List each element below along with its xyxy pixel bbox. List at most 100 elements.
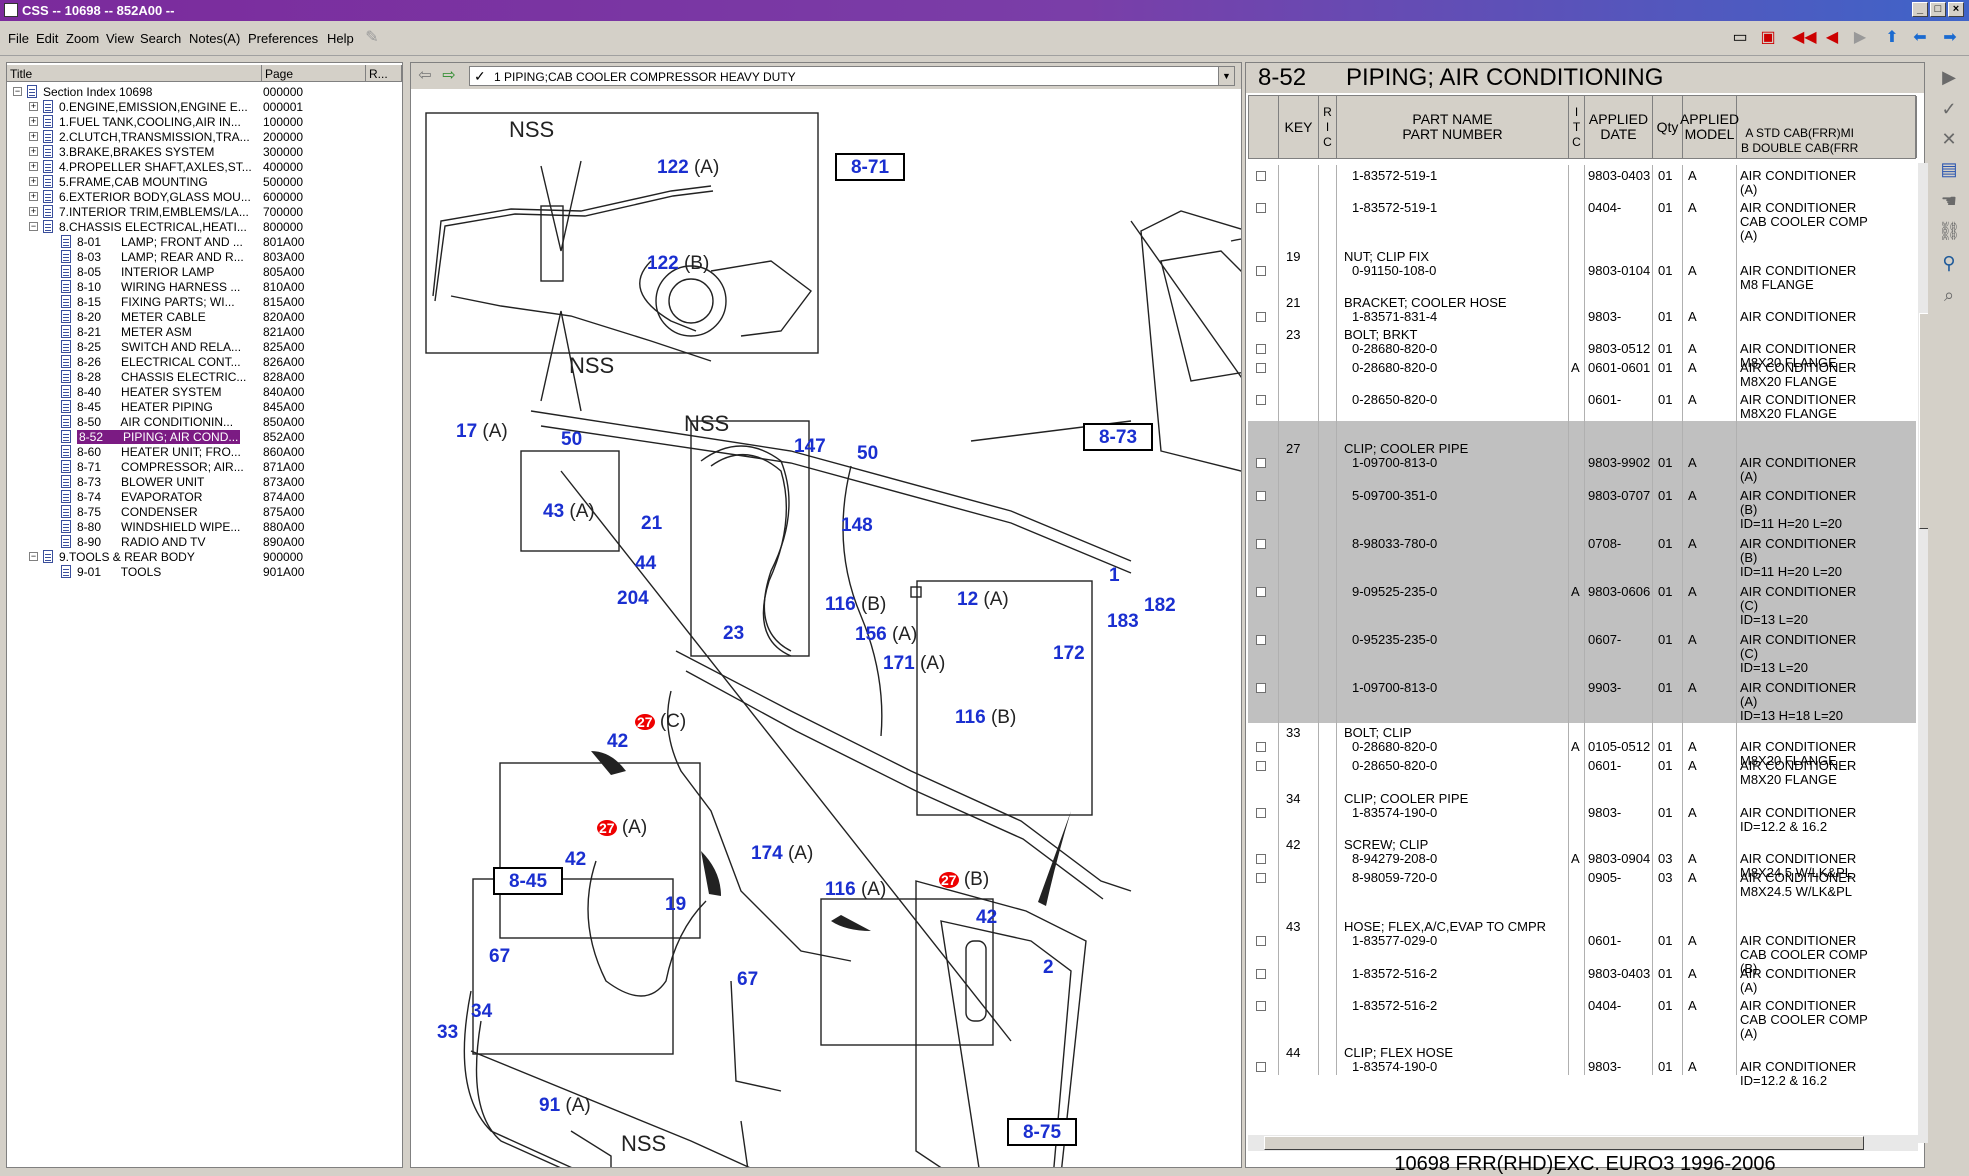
expand-toggle-icon[interactable]: + (29, 206, 38, 216)
callout[interactable]: 116 (B) (955, 707, 1017, 728)
hand-icon[interactable]: ☚ (1940, 191, 1958, 211)
callout[interactable]: 204 (617, 588, 649, 609)
tree-item[interactable]: 8-80 WINDSHIELD WIPE...880A00 (7, 518, 402, 536)
expand-toggle-icon[interactable]: + (29, 131, 38, 141)
search-icon[interactable]: ⌕ (1943, 285, 1955, 305)
forward-arrow-icon[interactable]: ➡ (1943, 29, 1957, 46)
callout[interactable]: 50 (857, 443, 879, 464)
notes-icon[interactable]: ▤ (1940, 159, 1958, 179)
callout[interactable]: 122 (B) (647, 253, 710, 274)
scroll-thumb[interactable] (1264, 1136, 1864, 1150)
ref-box-8-71[interactable]: 8-71 (835, 153, 905, 181)
red-callout[interactable]: 27 (B) (939, 869, 990, 890)
callout[interactable]: 67 (737, 969, 759, 990)
callout[interactable]: 2 (1043, 957, 1054, 978)
link-icon[interactable]: ⛓ (1938, 221, 1961, 241)
tree-item[interactable]: 8-26 ELECTRICAL CONT...826A00 (7, 353, 402, 371)
col-model[interactable]: APPLIED MODEL (1680, 96, 1739, 158)
col-date[interactable]: APPLIED DATE (1585, 96, 1653, 158)
menu-notes[interactable]: Notes(A) (189, 31, 241, 46)
tree-item[interactable]: +4.PROPELLER SHAFT,AXLES,ST...400000 (7, 158, 402, 176)
tree-item[interactable]: +1.FUEL TANK,COOLING,AIR IN...100000 (7, 113, 402, 131)
back-arrow-icon[interactable]: ⬅ (1913, 29, 1927, 46)
callout[interactable]: 67 (489, 946, 511, 967)
tree-item[interactable]: 8-60 HEATER UNIT; FRO...860A00 (7, 443, 402, 461)
tree-item[interactable]: 8-10 WIRING HARNESS ...810A00 (7, 278, 402, 296)
tree-item[interactable]: −8.CHASSIS ELECTRICAL,HEATI...800000 (7, 218, 402, 236)
row-checkbox[interactable] (1256, 969, 1266, 979)
back-icon[interactable]: ⇦ (418, 67, 432, 84)
tree-item[interactable]: 8-50 AIR CONDITIONIN...850A00 (7, 413, 402, 431)
tree-item[interactable]: 8-52 PIPING; AIR COND...852A00 (7, 428, 402, 446)
close-icon[interactable]: ✕ (1941, 129, 1957, 149)
menu-zoom[interactable]: Zoom (66, 31, 100, 46)
callout[interactable]: 34 (471, 1001, 493, 1022)
row-checkbox[interactable] (1256, 1001, 1266, 1011)
callout[interactable]: 21 (641, 513, 663, 534)
row-checkbox[interactable] (1256, 363, 1266, 373)
col-desc[interactable]: A STD CAB(FRR)MI B DOUBLE CAB(FRR (1737, 96, 1917, 158)
callout[interactable]: 116 (B) (825, 594, 887, 615)
check-icon[interactable]: ✓ (1941, 99, 1957, 119)
close-button[interactable]: × (1948, 2, 1964, 17)
red-callout[interactable]: 27 (C) (635, 711, 687, 732)
menu-view[interactable]: View (106, 31, 134, 46)
expand-toggle-icon[interactable]: − (13, 86, 22, 96)
row-checkbox[interactable] (1256, 635, 1266, 645)
callout[interactable]: 43 (A) (543, 501, 595, 522)
callout[interactable]: 116 (A) (825, 879, 887, 900)
ref-box-8-45[interactable]: 8-45 (493, 867, 563, 895)
row-checkbox[interactable] (1256, 344, 1266, 354)
row-checkbox[interactable] (1256, 491, 1266, 501)
expand-toggle-icon[interactable]: + (29, 191, 38, 201)
col-part[interactable]: PART NAME PART NUMBER (1337, 96, 1569, 158)
expand-toggle-icon[interactable]: − (29, 551, 38, 561)
callout[interactable]: 23 (723, 623, 745, 644)
red-callout[interactable]: 27 (A) (597, 817, 648, 838)
tree-item[interactable]: +2.CLUTCH,TRANSMISSION,TRA...200000 (7, 128, 402, 146)
horizontal-scrollbar[interactable] (1248, 1135, 1918, 1151)
menu-help[interactable]: Help (327, 31, 354, 46)
callout[interactable]: 91 (A) (539, 1095, 591, 1116)
expand-toggle-icon[interactable]: − (29, 221, 38, 231)
row-checkbox[interactable] (1256, 203, 1266, 213)
prev-page-icon[interactable]: ◀ (1825, 29, 1839, 46)
row-checkbox[interactable] (1256, 266, 1266, 276)
tree-item[interactable]: 8-25 SWITCH AND RELA...825A00 (7, 338, 402, 356)
menu-file[interactable]: File (8, 31, 29, 46)
callout[interactable]: 122 (A) (657, 157, 720, 178)
col-qty[interactable]: Qty (1653, 96, 1683, 158)
callout[interactable]: 50 (561, 429, 583, 450)
col-ric[interactable]: R I C (1319, 96, 1337, 158)
callout[interactable]: 182 (1144, 595, 1176, 616)
maximize-button[interactable]: □ (1930, 2, 1946, 17)
pages-icon[interactable]: ▣ (1760, 29, 1776, 46)
callout[interactable]: 1 (1109, 565, 1120, 586)
first-page-icon[interactable]: ◀◀ (1792, 29, 1817, 46)
parts-diagram[interactable]: NSS NSS NSS NSS 8-71 8-73 8-45 8-75 122 … (411, 91, 1241, 1167)
tree-item[interactable]: +7.INTERIOR TRIM,EMBLEMS/LA...700000 (7, 203, 402, 221)
tree-item[interactable]: 8-71 COMPRESSOR; AIR...871A00 (7, 458, 402, 476)
callout[interactable]: 156 (A) (855, 624, 918, 645)
